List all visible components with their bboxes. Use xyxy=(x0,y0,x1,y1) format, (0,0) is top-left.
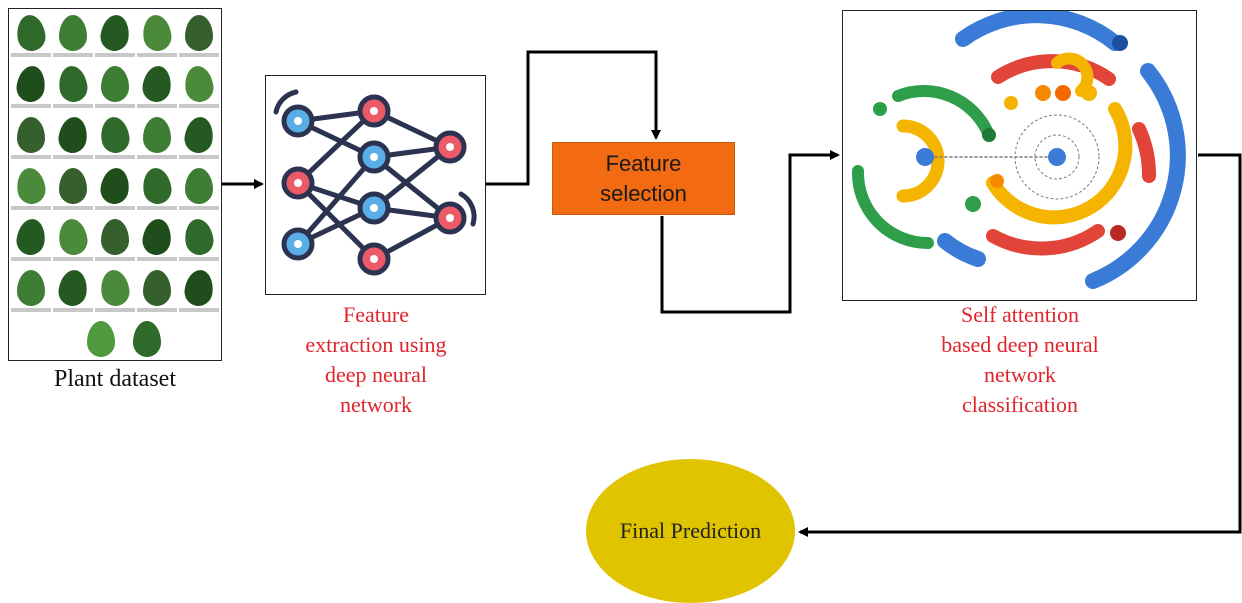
leaf-thumbnail xyxy=(53,13,93,63)
leaf-thumbnail xyxy=(95,268,135,318)
leaf-thumbnail xyxy=(95,115,135,165)
leaf-thumbnail xyxy=(179,217,219,267)
leaf-thumbnail xyxy=(95,217,135,267)
leaf-thumbnail xyxy=(179,13,219,63)
final-prediction-ellipse: Final Prediction xyxy=(586,459,795,603)
classification-label-line: based deep neural xyxy=(941,332,1099,357)
classification-label-line: Self attention xyxy=(961,302,1079,327)
plant-dataset-image xyxy=(8,8,222,361)
leaf-thumbnail xyxy=(179,115,219,165)
leaf-thumbnail xyxy=(53,217,93,267)
leaf-thumbnail xyxy=(53,166,93,216)
classification-label-line: classification xyxy=(961,392,1079,417)
leaf-thumbnail xyxy=(179,64,219,114)
leaf-thumbnail xyxy=(53,115,93,165)
leaf-thumbnail xyxy=(137,268,177,318)
leaf-thumbnail xyxy=(53,64,93,114)
leaf-thumbnail xyxy=(11,64,51,114)
leaf-thumbnail xyxy=(137,166,177,216)
leaf-thumbnail xyxy=(179,268,219,318)
feature-extraction-label-line: Feature xyxy=(343,302,409,327)
classification-label-line: network xyxy=(983,362,1057,387)
leaf-thumbnail xyxy=(95,64,135,114)
self-attention-icon xyxy=(851,11,1186,289)
arrow-classification-to-prediction xyxy=(798,153,1242,537)
leaf-thumbnail xyxy=(179,166,219,216)
feature-extraction-label-line: network xyxy=(339,392,413,417)
neural-network-image xyxy=(265,75,486,295)
leaf-thumbnail xyxy=(95,166,135,216)
self-attention-image xyxy=(842,10,1197,301)
leaf-thumbnail xyxy=(11,166,51,216)
neural-network-icon xyxy=(273,89,477,276)
feature-extraction-label: Feature extraction using deep neural net… xyxy=(270,300,482,420)
leaf-thumbnail xyxy=(11,115,51,165)
arrow-extraction-to-selection xyxy=(486,50,661,186)
leaf-thumbnail xyxy=(137,217,177,267)
leaf-thumbnail xyxy=(81,319,121,369)
leaf-thumbnail xyxy=(95,13,135,63)
arrow-selection-to-classification xyxy=(660,150,840,314)
leaf-thumbnail xyxy=(137,64,177,114)
leaf-thumbnail xyxy=(137,115,177,165)
leaf-thumbnail xyxy=(137,13,177,63)
leaf-thumbnail xyxy=(127,319,167,369)
leaf-thumbnail xyxy=(53,268,93,318)
classification-label: Self attention based deep neural network… xyxy=(900,300,1140,420)
feature-extraction-label-line: deep neural xyxy=(325,362,427,387)
leaf-thumbnail xyxy=(11,268,51,318)
leaf-thumbnail xyxy=(11,13,51,63)
leaf-thumbnail xyxy=(11,217,51,267)
feature-extraction-label-line: extraction using xyxy=(305,332,447,357)
feature-selection-box: Feature selection xyxy=(552,142,735,215)
plant-dataset-label: Plant dataset xyxy=(54,366,176,392)
